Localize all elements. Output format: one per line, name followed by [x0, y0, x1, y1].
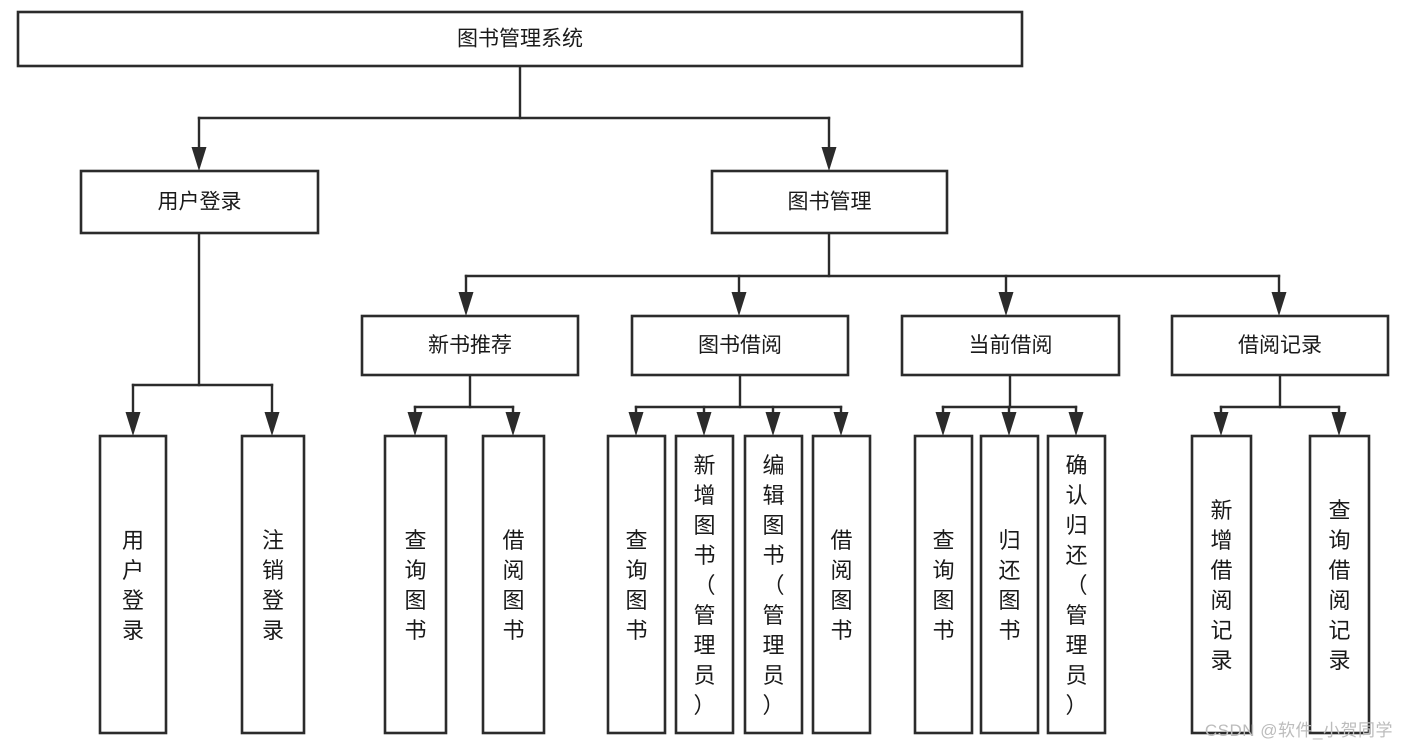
login-drop-1-head: [264, 412, 280, 436]
leaf-node-1-注销登录[interactable]: 注销登录: [240, 434, 306, 735]
level2-node-3-借阅记录[interactable]: 借阅记录: [1170, 314, 1390, 377]
root-node-0-图书管理系统[interactable]: 图书管理系统: [16, 10, 1024, 68]
group-0-drop-0-head: [407, 412, 423, 436]
group-2-drop-1-head: [1001, 412, 1017, 436]
group-1-drop-0-head: [628, 412, 644, 436]
leaf-node-9-归还图书[interactable]: 归还图书: [979, 434, 1040, 735]
node-box[interactable]: [1170, 314, 1390, 377]
level1-node-0-用户登录[interactable]: 用户登录: [79, 169, 320, 235]
node-box[interactable]: [900, 314, 1121, 377]
node-box[interactable]: [481, 434, 546, 735]
node-label: 借阅记录: [1238, 334, 1322, 357]
leaf-node-7-借阅图书[interactable]: 借阅图书: [811, 434, 872, 735]
group-2-drop-0-head: [935, 412, 951, 436]
node-label: 图书管理系统: [457, 28, 583, 51]
node-label: 确认归还（管理员）: [1065, 453, 1087, 718]
node-box[interactable]: [360, 314, 580, 377]
level2-node-2-当前借阅[interactable]: 当前借阅: [900, 314, 1121, 377]
login-drop-0-head: [125, 412, 141, 436]
level2-drop-1-head: [731, 292, 747, 316]
group-1-drop-3-head: [833, 412, 849, 436]
node-label: 借阅图书: [830, 528, 852, 643]
leaf-node-12-查询借阅记录[interactable]: 查询借阅记录: [1308, 434, 1371, 735]
node-label: 查询图书: [625, 528, 647, 643]
group-3-drop-1-head: [1331, 412, 1347, 436]
node-box[interactable]: [743, 434, 804, 735]
watermark-label: CSDN @软件_小贺同学: [1204, 721, 1393, 740]
node-label: 用户登录: [122, 528, 144, 643]
leaf-node-2-查询图书[interactable]: 查询图书: [383, 434, 448, 735]
node-label: 注销登录: [262, 528, 284, 643]
node-box[interactable]: [630, 314, 850, 377]
leaf-node-3-借阅图书[interactable]: 借阅图书: [481, 434, 546, 735]
node-label: 新增图书（管理员）: [693, 453, 715, 718]
node-box[interactable]: [240, 434, 306, 735]
group-3-drop-0-head: [1213, 412, 1229, 436]
node-label: 新书推荐: [428, 334, 512, 357]
group-1-drop-1-head: [696, 412, 712, 436]
node-label: 借阅图书: [502, 528, 524, 643]
level1-drop-0-head: [191, 147, 207, 171]
node-label: 归还图书: [998, 528, 1020, 643]
node-layer: 图书管理系统用户登录图书管理新书推荐图书借阅当前借阅借阅记录用户登录注销登录查询…: [16, 10, 1390, 735]
node-label: 图书借阅: [698, 334, 782, 357]
connector-layer: [125, 64, 1347, 436]
node-box[interactable]: [383, 434, 448, 735]
node-label: 查询图书: [404, 528, 426, 643]
level1-node-1-图书管理[interactable]: 图书管理: [710, 169, 949, 235]
leaf-node-0-用户登录[interactable]: 用户登录: [98, 434, 168, 735]
group-0-drop-1-head: [505, 412, 521, 436]
leaf-node-11-新增借阅记录[interactable]: 新增借阅记录: [1190, 434, 1253, 735]
leaf-node-8-查询图书[interactable]: 查询图书: [913, 434, 974, 735]
leaf-node-5-新增图书管理员[interactable]: 新增图书（管理员）: [674, 434, 735, 735]
group-1-drop-2-head: [765, 412, 781, 436]
level2-drop-2-head: [998, 292, 1014, 316]
leaf-node-6-编辑图书管理员[interactable]: 编辑图书（管理员）: [743, 434, 804, 735]
node-box[interactable]: [674, 434, 735, 735]
node-label: 图书管理: [788, 191, 872, 214]
node-box[interactable]: [710, 169, 949, 235]
node-label: 编辑图书（管理员）: [762, 453, 784, 718]
level1-drop-1-head: [821, 147, 837, 171]
node-label: 当前借阅: [969, 334, 1053, 357]
leaf-node-10-确认归还管理员[interactable]: 确认归还（管理员）: [1046, 434, 1107, 735]
node-box[interactable]: [811, 434, 872, 735]
node-box[interactable]: [1190, 434, 1253, 735]
node-label: 新增借阅记录: [1210, 498, 1232, 673]
node-box[interactable]: [913, 434, 974, 735]
level2-node-0-新书推荐[interactable]: 新书推荐: [360, 314, 580, 377]
node-box[interactable]: [98, 434, 168, 735]
level2-drop-0-head: [458, 292, 474, 316]
leaf-node-4-查询图书[interactable]: 查询图书: [606, 434, 667, 735]
node-box[interactable]: [79, 169, 320, 235]
node-box[interactable]: [979, 434, 1040, 735]
node-label: 查询借阅记录: [1328, 498, 1350, 673]
node-box[interactable]: [16, 10, 1024, 68]
node-box[interactable]: [1046, 434, 1107, 735]
node-label: 用户登录: [158, 191, 242, 214]
node-box[interactable]: [606, 434, 667, 735]
level2-drop-3-head: [1271, 292, 1287, 316]
node-box[interactable]: [1308, 434, 1371, 735]
level2-node-1-图书借阅[interactable]: 图书借阅: [630, 314, 850, 377]
node-label: 查询图书: [932, 528, 954, 643]
group-2-drop-2-head: [1068, 412, 1084, 436]
